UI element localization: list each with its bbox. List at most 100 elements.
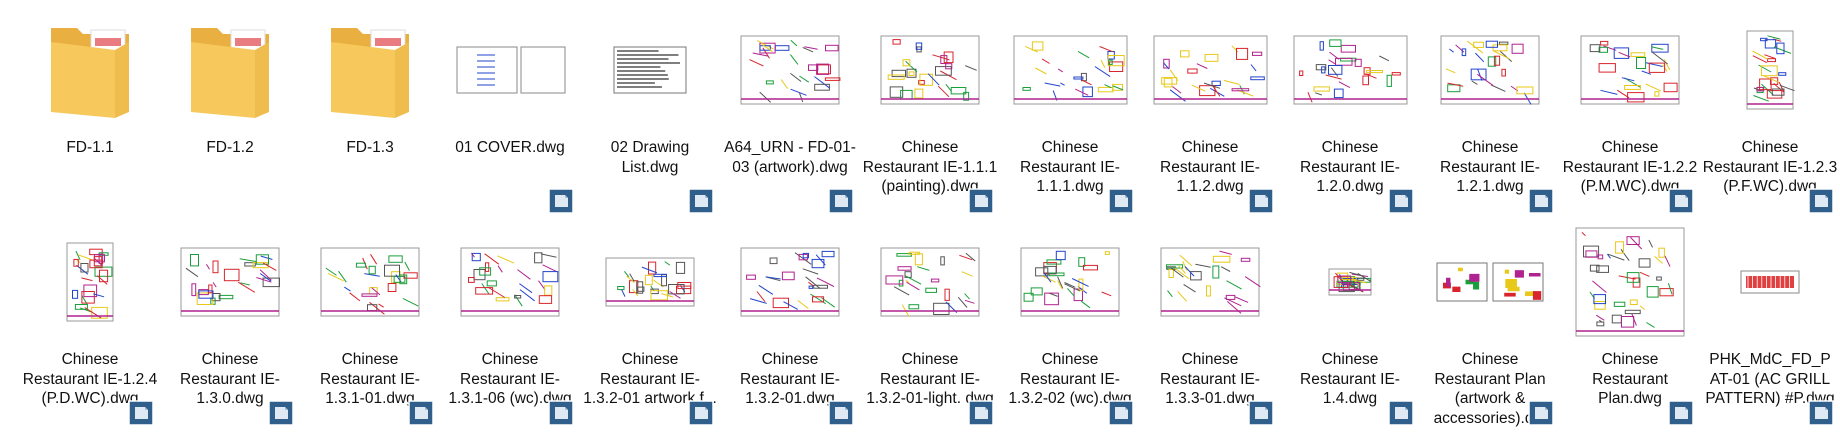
dwg-file-icon (870, 10, 990, 130)
dwg-file-icon (1150, 222, 1270, 342)
dwg-file-item[interactable]: Chinese Restaurant IE-1.2.3 (P.F.WC).dwg (1700, 6, 1840, 218)
dwg-file-icon (30, 222, 150, 342)
dwg-badge-icon (1528, 400, 1554, 426)
dwg-file-item[interactable]: Chinese Restaurant IE-1.1.1.dwg (1000, 6, 1140, 218)
file-name-label: FD-1.1 (66, 139, 114, 156)
dwg-file-item[interactable]: Chinese Restaurant IE-1.3.2-02 (wc).dwg (1000, 218, 1140, 430)
dwg-file-item[interactable]: Chinese Restaurant IE-1.3.1-01.dwg (300, 218, 440, 430)
folder-icon (310, 10, 430, 130)
file-name-label: Chinese Restaurant IE-1.1.1.dwg (1020, 139, 1120, 195)
dwg-badge-icon (1528, 188, 1554, 214)
file-name-label: Chinese Restaurant IE-1.3.1-01.dwg (320, 351, 420, 407)
folder-icon (170, 10, 290, 130)
file-name-label: FD-1.3 (346, 139, 394, 156)
file-name-label: Chinese Restaurant IE-1.1.1 (painting).d… (862, 139, 998, 195)
dwg-file-item[interactable]: Chinese Restaurant IE-1.3.0.dwg (160, 218, 300, 430)
file-name-label: Chinese Restaurant IE-1.2.0.dwg (1300, 139, 1400, 195)
file-name-label: Chinese Restaurant IE-1.3.2-01-light. dw… (866, 351, 994, 407)
dwg-badge-icon (688, 400, 714, 426)
dwg-file-icon (1010, 222, 1130, 342)
dwg-badge-icon (1388, 188, 1414, 214)
dwg-badge-icon (1668, 188, 1694, 214)
dwg-badge-icon (128, 400, 154, 426)
dwg-file-icon (730, 10, 850, 130)
dwg-file-icon (1570, 222, 1690, 342)
dwg-file-item[interactable]: Chinese Restaurant IE-1.2.2 (P.M.WC).dwg (1560, 6, 1700, 218)
dwg-badge-icon (1108, 400, 1134, 426)
file-name-label: Chinese Restaurant IE-1.3.1-06 (wc).dwg (448, 351, 572, 407)
dwg-badge-icon (828, 400, 854, 426)
file-name-label: Chinese Restaurant IE-1.2.2 (P.M.WC).dwg (1562, 139, 1698, 195)
file-name-label: Chinese Restaurant IE-1.3.2-01 artwork f… (583, 351, 717, 407)
dwg-file-icon (1710, 222, 1830, 342)
file-name-label: Chinese Restaurant IE-1.2.1.dwg (1440, 139, 1540, 195)
dwg-file-icon (1290, 10, 1410, 130)
dwg-badge-icon (1248, 188, 1274, 214)
dwg-badge-icon (968, 400, 994, 426)
dwg-file-item[interactable]: Chinese Restaurant IE-1.3.2-01.dwg (720, 218, 860, 430)
dwg-file-item[interactable]: Chinese Restaurant IE-1.1.1 (painting).d… (860, 6, 1000, 218)
dwg-file-item[interactable]: Chinese Restaurant IE-1.3.2-01 artwork f… (580, 218, 720, 430)
dwg-badge-icon (1808, 400, 1834, 426)
dwg-badge-icon (1668, 400, 1694, 426)
dwg-badge-icon (268, 400, 294, 426)
dwg-file-item[interactable]: Chinese Restaurant IE-1.3.1-06 (wc).dwg (440, 218, 580, 430)
dwg-file-item[interactable]: Chinese Restaurant IE-1.3.2-01-light. dw… (860, 218, 1000, 430)
dwg-file-item[interactable]: 02 Drawing List.dwg (580, 6, 720, 218)
folder-item[interactable]: FD-1.2 (160, 6, 300, 218)
dwg-file-icon (870, 222, 990, 342)
dwg-file-icon (1430, 222, 1550, 342)
dwg-badge-icon (1248, 400, 1274, 426)
dwg-file-item[interactable]: PHK_MdC_FD_P AT-01 (AC GRILL PATTERN) #P… (1700, 218, 1840, 430)
dwg-badge-icon (688, 188, 714, 214)
dwg-file-item[interactable]: Chinese Restaurant Plan.dwg (1560, 218, 1700, 430)
file-name-label: Chinese Restaurant IE-1.3.3-01.dwg (1160, 351, 1260, 407)
folder-item[interactable]: FD-1.3 (300, 6, 440, 218)
dwg-file-icon (1150, 10, 1270, 130)
file-name-label: 02 Drawing List.dwg (610, 139, 690, 176)
dwg-badge-icon (968, 188, 994, 214)
dwg-badge-icon (408, 400, 434, 426)
dwg-file-icon (1290, 222, 1410, 342)
file-name-label: Chinese Restaurant Plan (artwork & acces… (1433, 351, 1547, 427)
dwg-badge-icon (828, 188, 854, 214)
dwg-file-icon (310, 222, 430, 342)
file-name-label: Chinese Restaurant IE-1.4.dwg (1300, 351, 1400, 407)
dwg-file-item[interactable]: Chinese Restaurant IE-1.2.4 (P.D.WC).dwg (20, 218, 160, 430)
dwg-file-icon (1570, 10, 1690, 130)
dwg-badge-icon (1388, 400, 1414, 426)
file-name-label: FD-1.2 (206, 139, 254, 156)
dwg-file-item[interactable]: Chinese Restaurant Plan (artwork & acces… (1420, 218, 1560, 430)
dwg-file-icon (1430, 10, 1550, 130)
dwg-file-icon (450, 222, 570, 342)
file-name-label: PHK_MdC_FD_P AT-01 (AC GRILL PATTERN) #P… (1705, 351, 1835, 407)
file-name-label: Chinese Restaurant IE-1.3.0.dwg (180, 351, 280, 407)
file-name-label: A64_URN - FD-01-03 (artwork).dwg (724, 139, 856, 176)
dwg-file-item[interactable]: 01 COVER.dwg (440, 6, 580, 218)
file-name-label: Chinese Restaurant IE-1.2.3 (P.F.WC).dwg (1702, 139, 1838, 195)
dwg-file-item[interactable]: Chinese Restaurant IE-1.3.3-01.dwg (1140, 218, 1280, 430)
folder-icon (30, 10, 150, 130)
dwg-file-icon (450, 10, 570, 130)
dwg-badge-icon (548, 188, 574, 214)
file-name-label: Chinese Restaurant IE-1.1.2.dwg (1160, 139, 1260, 195)
file-name-label: Chinese Restaurant IE-1.3.2-02 (wc).dwg (1008, 351, 1132, 407)
dwg-file-icon (170, 222, 290, 342)
dwg-file-icon (730, 222, 850, 342)
dwg-file-item[interactable]: Chinese Restaurant IE-1.2.1.dwg (1420, 6, 1560, 218)
dwg-badge-icon (548, 400, 574, 426)
dwg-file-icon (1710, 10, 1830, 130)
folder-item[interactable]: FD-1.1 (20, 6, 160, 218)
dwg-file-item[interactable]: Chinese Restaurant IE-1.2.0.dwg (1280, 6, 1420, 218)
file-name-label: Chinese Restaurant IE-1.3.2-01.dwg (740, 351, 840, 407)
dwg-file-icon (590, 10, 710, 130)
dwg-file-item[interactable]: Chinese Restaurant IE-1.4.dwg (1280, 218, 1420, 430)
dwg-badge-icon (1808, 188, 1834, 214)
dwg-file-item[interactable]: Chinese Restaurant IE-1.1.2.dwg (1140, 6, 1280, 218)
dwg-file-icon (590, 222, 710, 342)
dwg-file-icon (1010, 10, 1130, 130)
file-name-label: Chinese Restaurant Plan.dwg (1592, 351, 1668, 407)
file-name-label: Chinese Restaurant IE-1.2.4 (P.D.WC).dwg (22, 351, 158, 407)
file-name-label: 01 COVER.dwg (455, 139, 565, 156)
dwg-file-item[interactable]: A64_URN - FD-01-03 (artwork).dwg (720, 6, 860, 218)
